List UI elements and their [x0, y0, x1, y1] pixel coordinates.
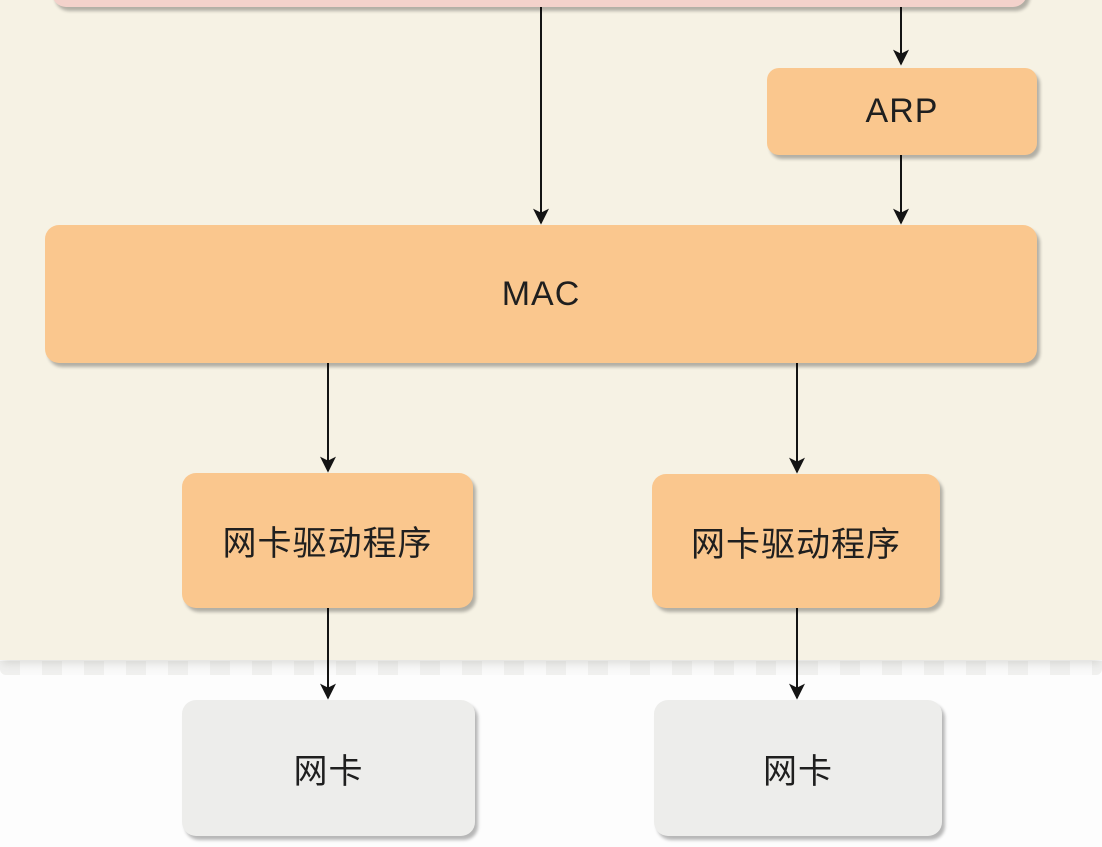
node-nic-right-label: 网卡	[763, 752, 833, 791]
node-mac-label: MAC	[501, 274, 581, 313]
node-driver-right: 网卡驱动程序	[652, 474, 940, 608]
node-driver-left-label: 网卡驱动程序	[222, 525, 433, 563]
node-driver-left: 网卡驱动程序	[182, 473, 473, 608]
node-nic-right: 网卡	[654, 700, 942, 836]
node-nic-left-label: 网卡	[293, 752, 364, 791]
node-nic-left: 网卡	[182, 700, 475, 836]
node-mac: MAC	[45, 225, 1037, 363]
node-driver-right-label: 网卡驱动程序	[691, 525, 901, 564]
paper-edge-artifact	[0, 661, 1102, 675]
node-arp-label: ARP	[865, 92, 939, 130]
node-arp: ARP	[767, 68, 1037, 155]
node-top-truncated	[52, 0, 1027, 7]
